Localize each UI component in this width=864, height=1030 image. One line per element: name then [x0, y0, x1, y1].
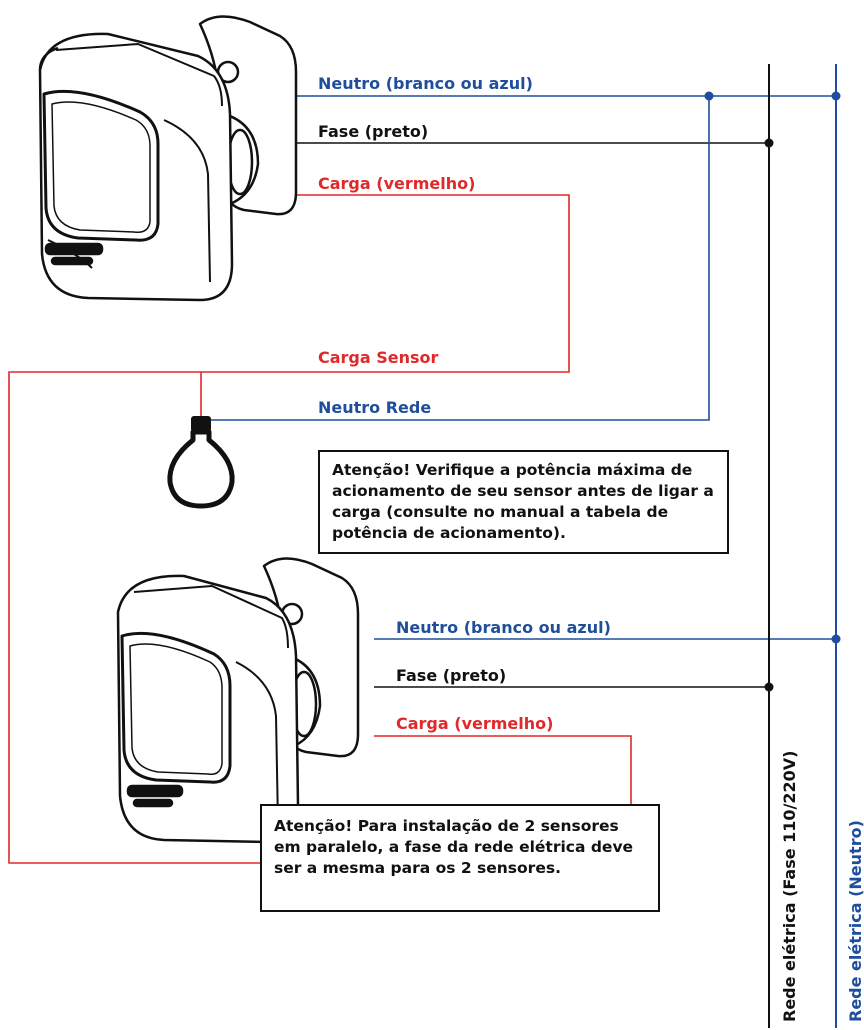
wire-lamp-neutral	[201, 96, 710, 421]
top-load-label: Carga (vermelho)	[318, 174, 475, 193]
wire-top-load	[8, 194, 632, 864]
power-warning-note: Atenção! Verifique a potência máxima de …	[318, 450, 729, 554]
neutral-rail-label: Rede elétrica (Neutro)	[846, 820, 864, 1022]
parallel-warning-text: Atenção! Para instalação de 2 sensores e…	[274, 817, 634, 877]
motion-sensor-icon	[116, 557, 360, 844]
parallel-warning-note: Atenção! Para instalação de 2 sensores e…	[260, 804, 660, 912]
motion-sensor-icon	[38, 15, 298, 302]
power-warning-text: Atenção! Verifique a potência máxima de …	[332, 461, 714, 542]
light-bulb-icon	[167, 416, 235, 509]
junction-dot	[831, 634, 841, 644]
wires	[8, 64, 837, 1028]
junctions	[704, 91, 841, 692]
bottom-phase-label: Fase (preto)	[396, 666, 506, 685]
junction-dot	[831, 91, 841, 101]
bottom-neutral-label: Neutro (branco ou azul)	[396, 618, 611, 637]
bottom-load-label: Carga (vermelho)	[396, 714, 553, 733]
junction-dot	[704, 91, 714, 101]
junction-dot	[764, 682, 774, 692]
top-neutral-label: Neutro (branco ou azul)	[318, 74, 533, 93]
lamp-load-label: Carga Sensor	[318, 348, 439, 367]
phase-rail-label: Rede elétrica (Fase 110/220V)	[780, 751, 799, 1023]
junction-dot	[764, 138, 774, 148]
top-phase-label: Fase (preto)	[318, 122, 428, 141]
lamp-neutral-label: Neutro Rede	[318, 398, 431, 417]
